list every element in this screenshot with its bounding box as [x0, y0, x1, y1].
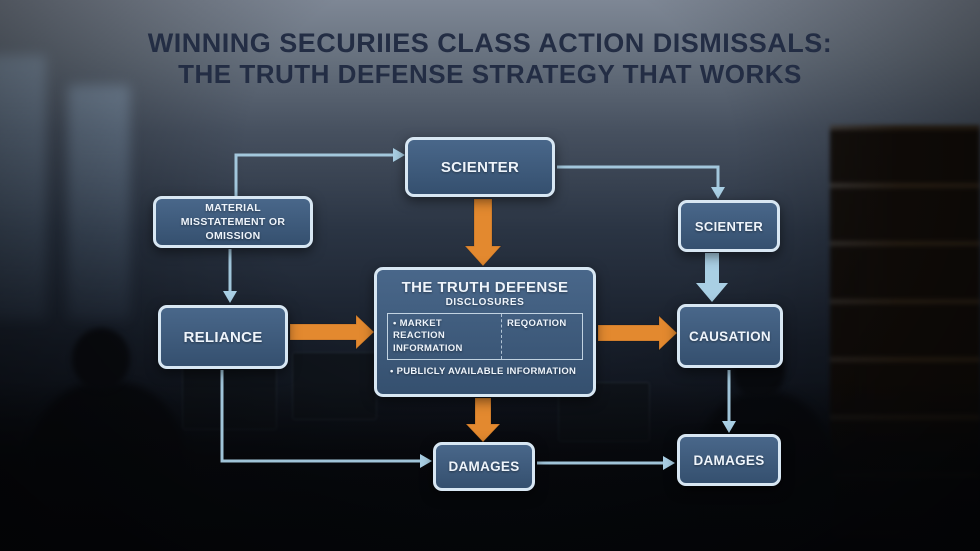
truth-defense-bullet: • PUBLICLY AVAILABLE INFORMATION [390, 366, 577, 378]
node-damages-right: DAMAGES [677, 434, 781, 486]
node-material-misstatement: MATERIAL MISSTATEMENT OR OMISSION [153, 196, 313, 248]
node-reliance: RELIANCE [158, 305, 288, 369]
title-line-2: THE TRUTH DEFENSE STRATEGY THAT WORKS [178, 59, 802, 90]
arrow-causation-to-damages-right [722, 370, 736, 433]
node-truth-defense: THE TRUTH DEFENSE DISCLOSURES • MARKET R… [374, 267, 596, 397]
arrow-scienter-top-to-scienter-right [557, 165, 725, 199]
page-title: WINNING SECURIIES CLASS ACTION DISMISSAL… [0, 27, 980, 91]
arrow-damages-center-to-damages-right [537, 456, 675, 470]
title-line-1: WINNING SECURIIES CLASS ACTION DISMISSAL… [147, 28, 833, 58]
arrow-truth-defense-to-damages [464, 397, 502, 443]
node-scienter-top: SCIENTER [405, 137, 555, 197]
truth-defense-title: THE TRUTH DEFENSE [401, 279, 569, 296]
node-damages-center: DAMAGES [433, 442, 535, 491]
truth-defense-cell-left: • MARKET REACTION INFORMATION [393, 318, 463, 354]
node-causation: CAUSATION [677, 304, 783, 368]
arrow-reliance-to-damages-center [220, 370, 432, 468]
node-scienter-right: SCIENTER [678, 200, 780, 252]
arrow-material-to-scienter-top [234, 148, 405, 196]
arrow-reliance-to-truth-defense [289, 313, 375, 351]
arrow-material-to-reliance [223, 249, 237, 303]
truth-defense-cell-right: REQOATION [500, 314, 582, 360]
arrow-scienter-right-to-causation [696, 253, 728, 302]
arrow-truth-defense-to-causation [597, 314, 678, 352]
truth-defense-subtitle: DISCLOSURES [445, 297, 525, 308]
arrow-scienter-to-truth-defense [463, 198, 503, 267]
truth-defense-inner-box: • MARKET REACTION INFORMATION REQOATION [387, 313, 583, 361]
